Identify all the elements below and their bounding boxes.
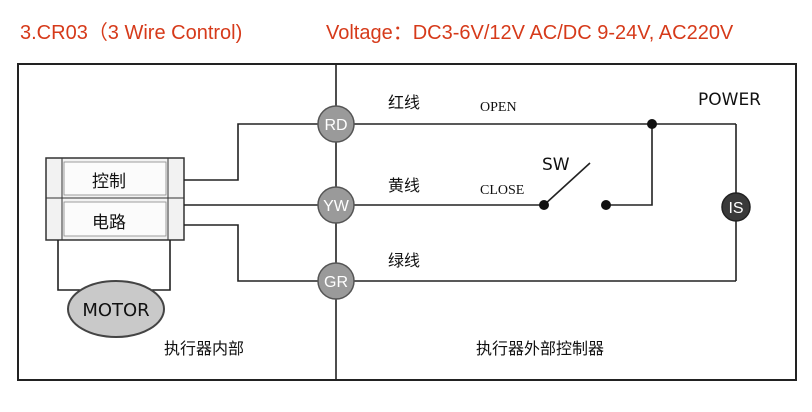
terminal-yw [317,186,355,224]
diagram-frame [17,63,797,381]
motor-wire-left [57,240,80,291]
motor-label: MOTOR [82,300,149,321]
red-wire-label: 红线 [388,93,420,112]
terminal-gr-label: GR [324,274,348,291]
switch-return-wire [606,124,653,206]
terminal-rd-label: RD [324,117,347,134]
controller-label-1: 控制 [92,172,126,192]
controller-label-2: 电路 [92,213,126,233]
switch-contact-right [601,200,611,210]
motor-wire-right [152,240,171,291]
voltage-title: Voltage：DC3-6V/12V AC/DC 9-24V, AC220V [326,22,734,44]
terminal-yw-label: YW [323,198,350,215]
power-supply-label: IS [728,200,743,217]
switch-label: SW [542,155,570,175]
switch-contact-left [539,200,549,210]
inside-section-label: 执行器内部 [164,339,244,358]
green-wire-label: 绿线 [388,251,420,270]
model-title: 3.CR03（3 Wire Control) [20,22,243,44]
wire-to-rd [184,123,318,181]
terminal-rd [317,105,355,143]
terminal-gr [317,262,355,300]
open-label: OPEN [480,100,517,115]
switch-blade [543,162,591,206]
outside-section-label: 执行器外部控制器 [476,339,604,358]
close-label: CLOSE [480,183,524,198]
power-supply [721,192,751,222]
junction-dot [647,119,657,129]
yellow-wire-label: 黄线 [388,176,420,195]
controller-block [45,157,185,241]
power-label: POWER [698,90,761,110]
wire-to-gr [184,224,318,282]
motor [67,280,165,338]
